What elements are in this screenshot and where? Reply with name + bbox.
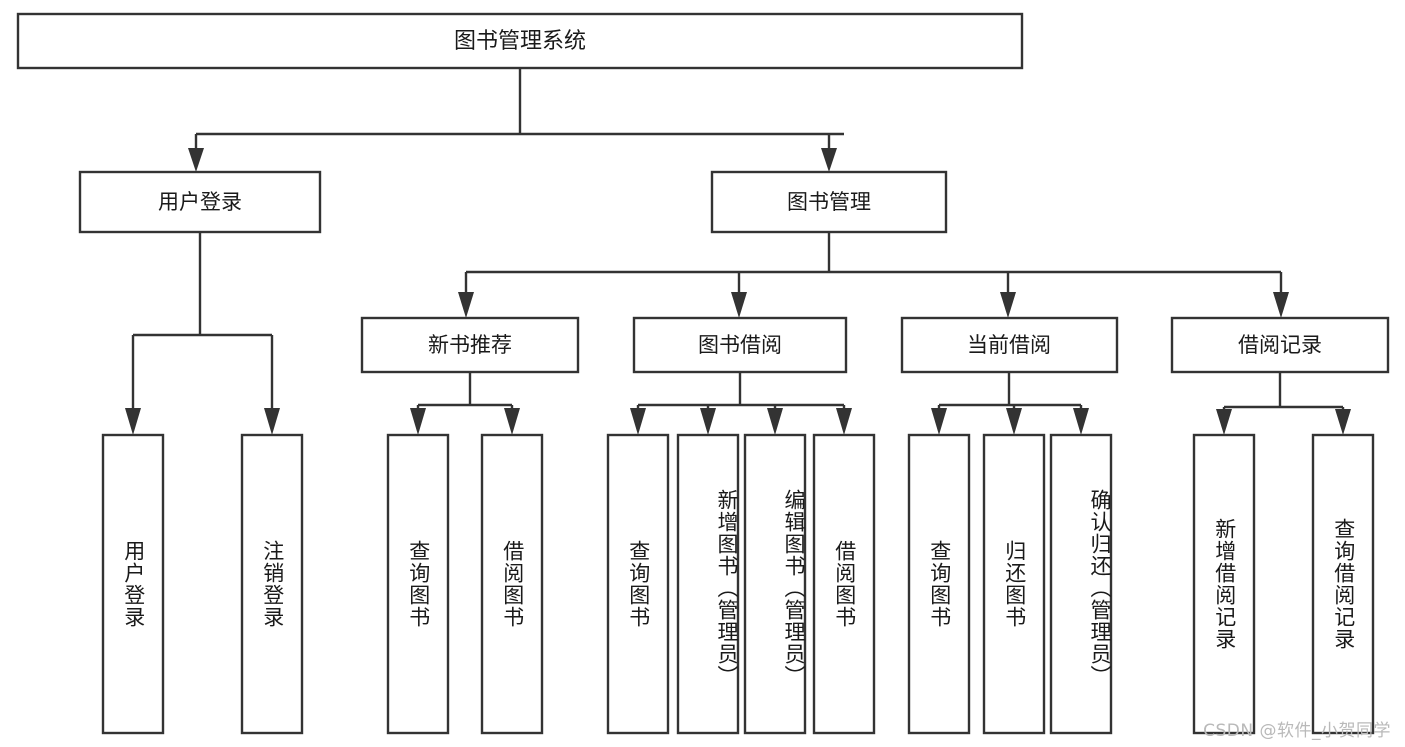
node-book-borrow[interactable]: 图书借阅 bbox=[632, 316, 848, 374]
arrow-head-icon bbox=[188, 148, 204, 172]
arrow-head-icon bbox=[504, 408, 520, 435]
arrow-head-icon bbox=[731, 292, 747, 318]
leaf-box-query-book-3[interactable] bbox=[907, 433, 971, 735]
csdn-watermark: CSDN @软件_小贺同学 bbox=[1203, 721, 1391, 741]
leaf-box-add-borrow-record[interactable] bbox=[1192, 433, 1256, 735]
node-user-login-box[interactable] bbox=[78, 170, 322, 234]
arrow-head-icon bbox=[931, 408, 947, 435]
leaf-box-logout[interactable] bbox=[240, 433, 304, 735]
node-current-borrow-box[interactable] bbox=[900, 316, 1119, 374]
node-borrow-record[interactable]: 借阅记录 bbox=[1170, 316, 1390, 374]
arrow-head-icon bbox=[1273, 292, 1289, 318]
connector-new-book-recommend-to-leaves bbox=[410, 372, 520, 435]
arrow-head-icon bbox=[821, 148, 837, 172]
node-borrow-record-label: 借阅记录 bbox=[1238, 333, 1322, 357]
arrow-head-icon bbox=[700, 408, 716, 435]
node-root[interactable]: 图书管理系统 bbox=[16, 12, 1024, 70]
arrow-head-icon bbox=[264, 408, 280, 435]
leaf-box-user-login[interactable] bbox=[101, 433, 165, 735]
node-user-login[interactable]: 用户登录 bbox=[78, 170, 322, 234]
connector-book-borrow-to-leaves bbox=[630, 372, 852, 435]
arrow-head-icon bbox=[458, 292, 474, 318]
node-book-management[interactable]: 图书管理 bbox=[710, 170, 948, 234]
leaf-box-borrow-book-1[interactable] bbox=[480, 433, 544, 735]
arrow-head-icon bbox=[1216, 409, 1232, 435]
connector-root-to-level1 bbox=[188, 68, 844, 172]
arrow-head-icon bbox=[836, 408, 852, 435]
node-new-book-recommend[interactable]: 新书推荐 bbox=[360, 316, 580, 374]
arrow-head-icon bbox=[1335, 409, 1351, 435]
leaf-box-query-borrow-record[interactable] bbox=[1311, 433, 1375, 735]
node-book-management-label: 图书管理 bbox=[787, 190, 871, 214]
leaf-box-query-book-1[interactable] bbox=[386, 433, 450, 735]
node-book-borrow-label: 图书借阅 bbox=[698, 333, 782, 357]
node-new-book-recommend-box[interactable] bbox=[360, 316, 580, 374]
arrow-head-icon bbox=[630, 408, 646, 435]
arrow-head-icon bbox=[767, 408, 783, 435]
arrow-head-icon bbox=[410, 408, 426, 435]
leaf-box-return-book[interactable] bbox=[982, 433, 1046, 735]
connector-book-management-to-level2 bbox=[458, 232, 1289, 318]
connector-user-login-to-leaves bbox=[125, 232, 280, 435]
connector-borrow-record-to-leaves bbox=[1216, 372, 1351, 435]
node-root-box[interactable] bbox=[16, 12, 1024, 70]
leaf-box-borrow-book-2[interactable] bbox=[812, 433, 876, 735]
arrow-head-icon bbox=[1006, 408, 1022, 435]
connector-current-borrow-to-leaves bbox=[931, 372, 1089, 435]
node-user-login-label: 用户登录 bbox=[158, 190, 242, 214]
node-root-label: 图书管理系统 bbox=[454, 29, 586, 54]
leaf-box-query-book-2[interactable] bbox=[606, 433, 670, 735]
arrow-head-icon bbox=[1000, 292, 1016, 318]
leaf-box-edit-book-admin[interactable] bbox=[743, 433, 807, 735]
arrow-head-icon bbox=[1073, 408, 1089, 435]
leaf-box-confirm-return-admin[interactable] bbox=[1049, 433, 1113, 735]
node-current-borrow[interactable]: 当前借阅 bbox=[900, 316, 1119, 374]
node-new-book-recommend-label: 新书推荐 bbox=[428, 333, 512, 357]
arrow-head-icon bbox=[125, 408, 141, 435]
node-current-borrow-label: 当前借阅 bbox=[967, 333, 1051, 357]
leaf-box-add-book-admin[interactable] bbox=[676, 433, 740, 735]
